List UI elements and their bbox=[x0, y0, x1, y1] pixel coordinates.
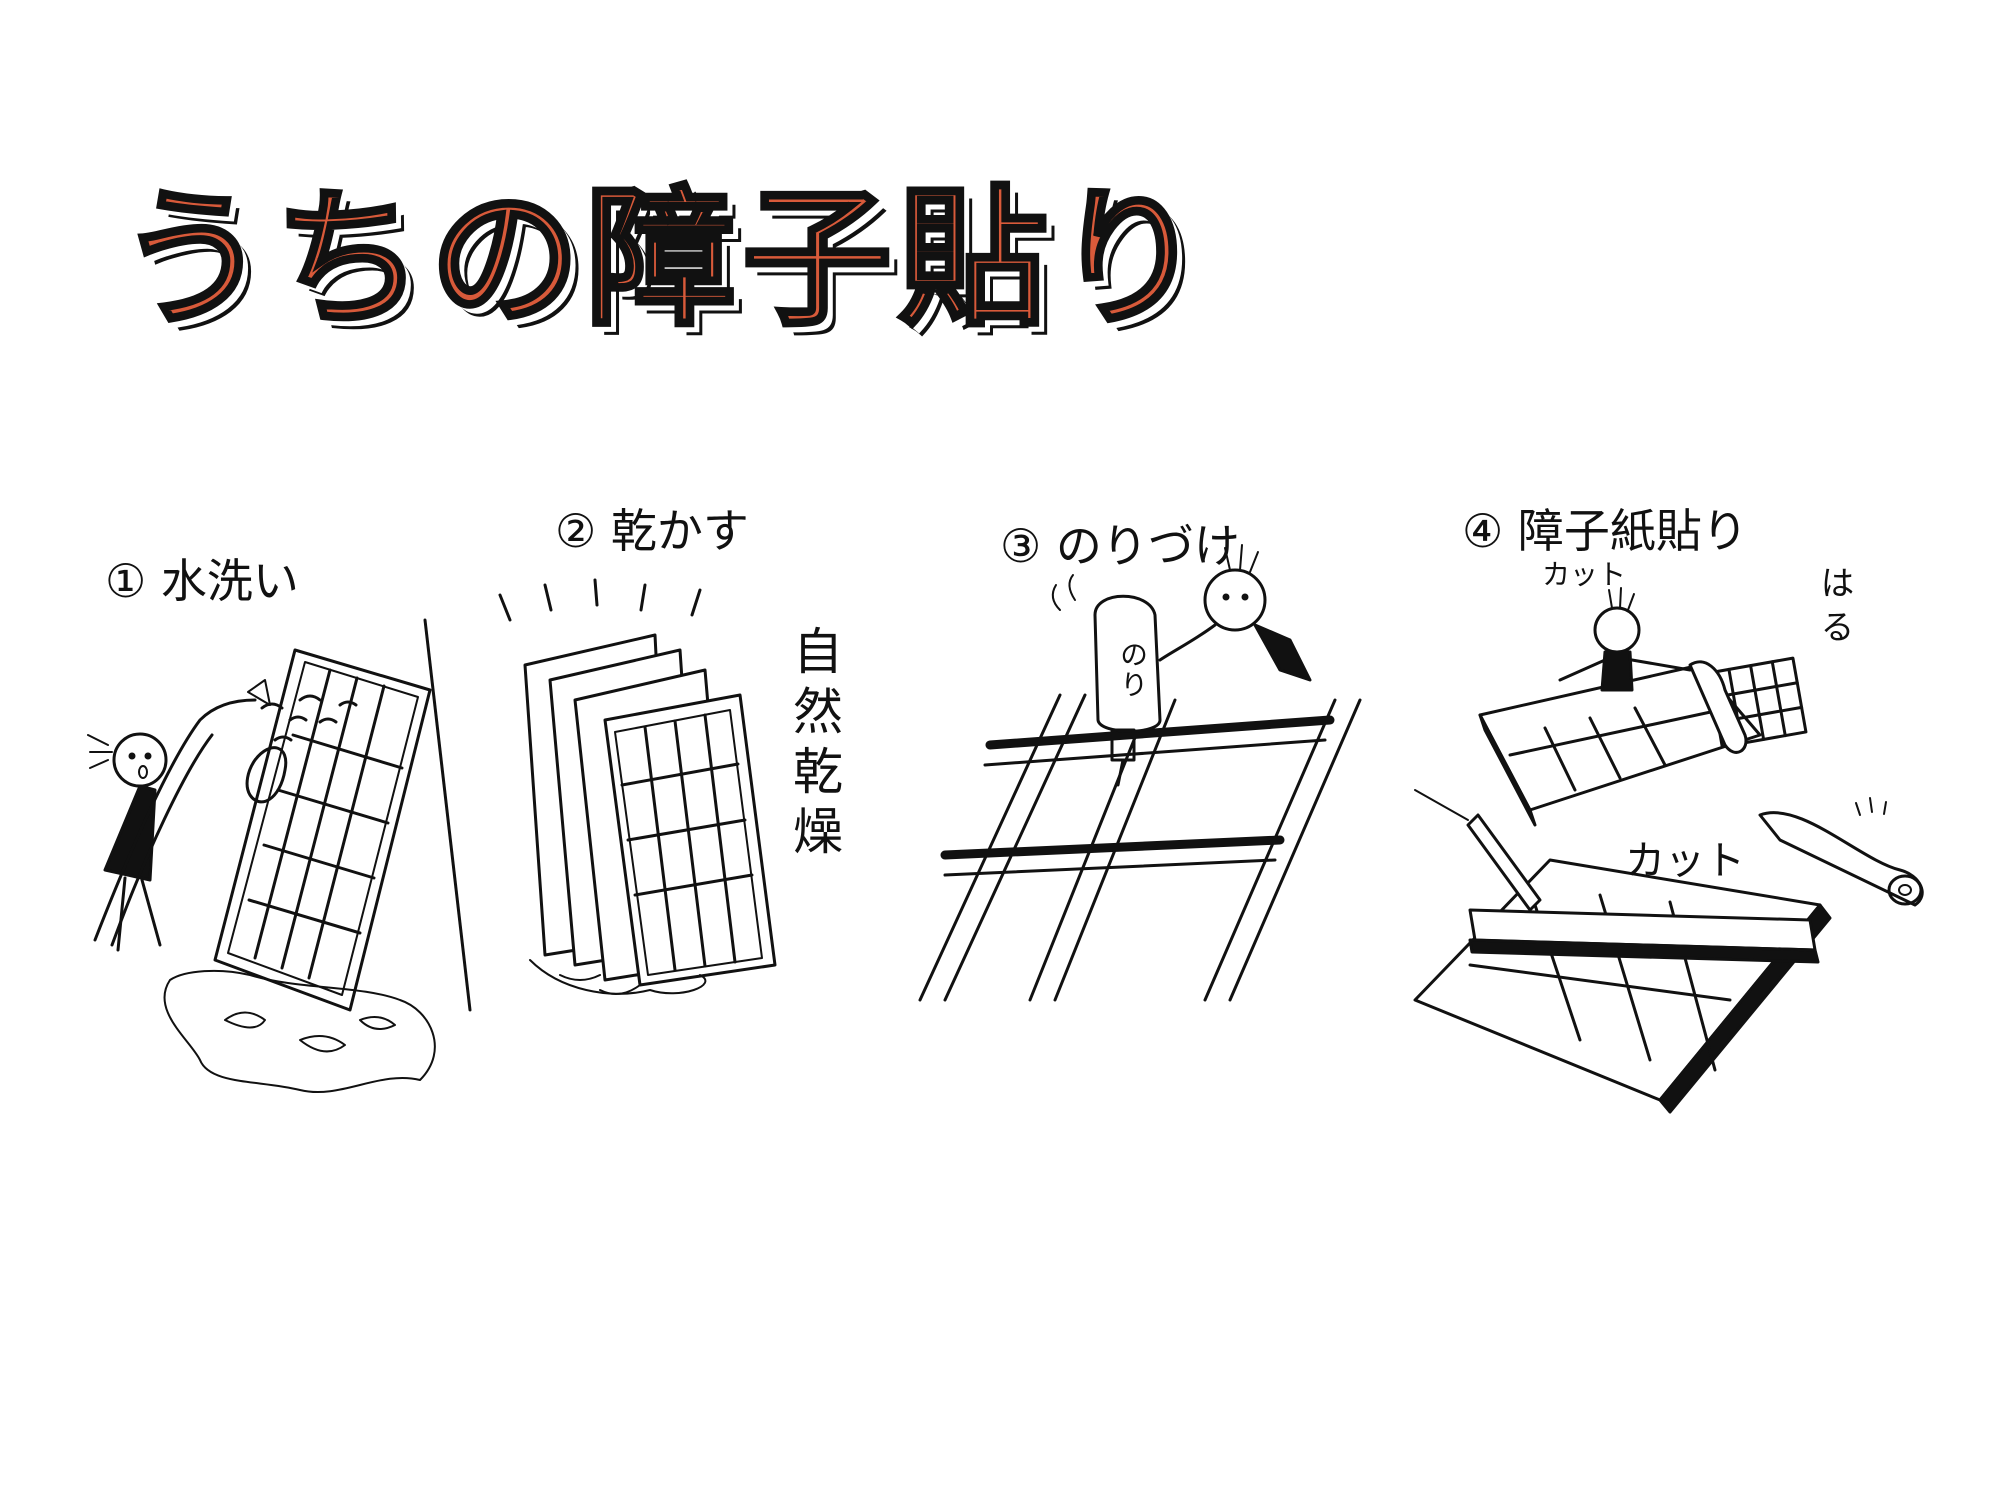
step-2-drawing bbox=[498, 578, 777, 995]
step-4-cut-note-lower: カット bbox=[1625, 838, 1745, 884]
step-1-label: ① 水洗い bbox=[105, 554, 299, 608]
step-4-drawing bbox=[1413, 587, 1924, 1114]
step-3-drawing bbox=[918, 544, 1362, 1002]
step-2-label: ② 乾かす bbox=[555, 504, 749, 558]
step-1-drawing bbox=[87, 618, 472, 1094]
glue-bottle-label: のり bbox=[1116, 640, 1149, 700]
step-2-note: 自然乾燥 bbox=[785, 625, 843, 865]
step-4-haru-note: はる bbox=[1814, 565, 1854, 653]
page-title: うちの障子貼り bbox=[116, 171, 1211, 349]
step-4-label: ④ 障子紙貼り bbox=[1462, 504, 1748, 558]
step-3-label: ③ のりづけ bbox=[1000, 519, 1240, 573]
step-4-cut-note: カット bbox=[1542, 558, 1627, 591]
